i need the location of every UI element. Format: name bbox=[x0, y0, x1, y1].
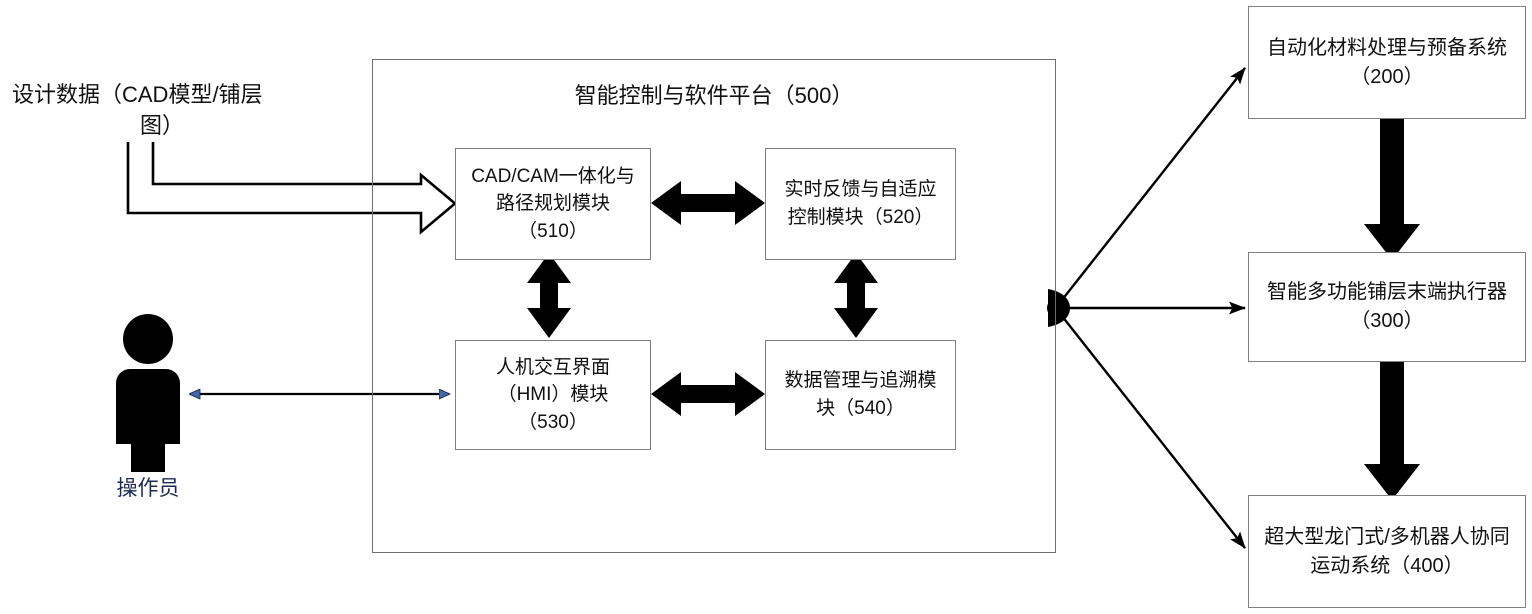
subsystem-300-to-400-connector bbox=[1364, 362, 1420, 500]
subsystem-300-line1: 智能多功能铺层末端执行器 bbox=[1267, 281, 1507, 303]
module-530-line2: （HMI）模块 bbox=[497, 384, 609, 406]
module-540-line2: 块（540） bbox=[816, 398, 905, 419]
module-530-line1: 人机交互界面 bbox=[495, 356, 610, 378]
subsystem-400-line1: 超大型龙门式/多机器人协同 bbox=[1264, 525, 1510, 548]
subsystem-200-to-300-connector bbox=[1364, 118, 1420, 260]
module-box-530[interactable]: 人机交互界面 （HMI）模块 （530） bbox=[455, 340, 651, 450]
module-510-line1: CAD/CAM一体化与 bbox=[471, 165, 635, 187]
platform-to-200-connector bbox=[1057, 67, 1246, 306]
module-510-520-connector bbox=[651, 181, 765, 225]
subsystem-200-line1: 自动化材料处理与预备系统 bbox=[1267, 36, 1507, 59]
platform-to-400-connector bbox=[1057, 310, 1246, 549]
subsystem-300-line2: （300） bbox=[1350, 310, 1424, 332]
module-530-line3: （530） bbox=[518, 411, 588, 433]
module-510-line2: 路径规划模块 bbox=[495, 193, 610, 215]
module-520-540-connector bbox=[834, 253, 878, 338]
module-510-530-connector bbox=[527, 253, 571, 338]
subsystem-400-line2: 运动系统（400） bbox=[1310, 554, 1464, 577]
module-box-510[interactable]: CAD/CAM一体化与 路径规划模块 （510） bbox=[455, 148, 651, 260]
module-box-540[interactable]: 数据管理与追溯模 块（540） bbox=[765, 340, 956, 450]
module-box-520[interactable]: 实时反馈与自适应 控制模块（520） bbox=[765, 148, 956, 260]
module-510-line3: （510） bbox=[518, 220, 588, 242]
design-data-label-line1: 设计数据（CAD模型/铺层 bbox=[12, 82, 263, 107]
subsystem-200-line2: （200） bbox=[1350, 65, 1424, 88]
subsystem-box-200[interactable]: 自动化材料处理与预备系统 （200） bbox=[1248, 6, 1526, 119]
module-540-line1: 数据管理与追溯模 bbox=[784, 370, 937, 392]
module-520-line2: 控制模块（520） bbox=[787, 207, 934, 228]
module-520-line1: 实时反馈与自适应 bbox=[784, 179, 937, 201]
platform-container: 智能控制与软件平台（500） bbox=[372, 59, 1056, 553]
platform-title: 智能控制与软件平台（500） bbox=[574, 83, 854, 108]
subsystem-box-400[interactable]: 超大型龙门式/多机器人协同 运动系统（400） bbox=[1248, 495, 1526, 608]
design-data-label: 设计数据（CAD模型/铺层 图） bbox=[12, 80, 312, 142]
design-data-label-line2: 图） bbox=[139, 112, 184, 138]
subsystem-box-300[interactable]: 智能多功能铺层末端执行器 （300） bbox=[1248, 252, 1526, 362]
person-icon bbox=[116, 314, 180, 472]
operator-label: 操作员 bbox=[116, 477, 180, 500]
module-530-540-connector bbox=[651, 372, 765, 416]
